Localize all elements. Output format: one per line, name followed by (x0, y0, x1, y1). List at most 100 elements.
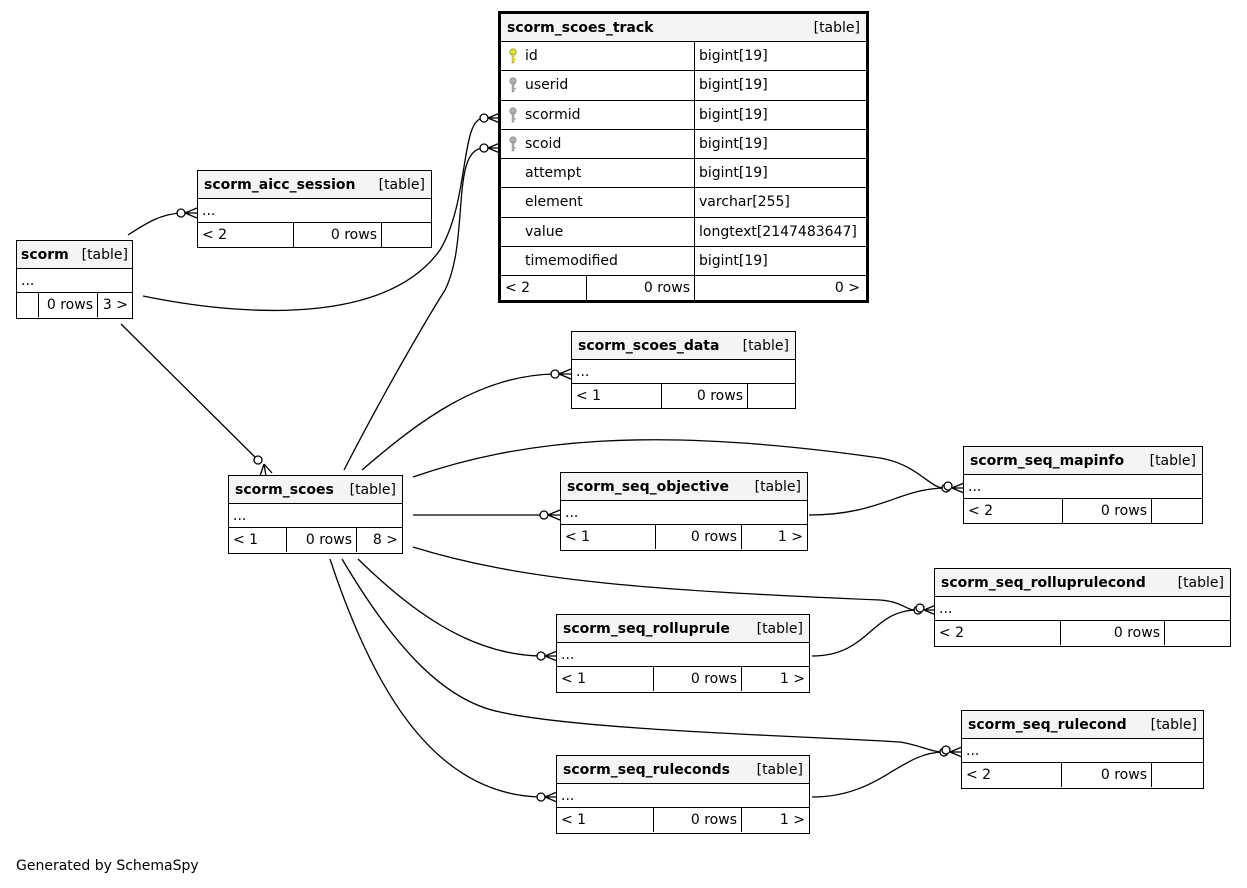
footer-parents[interactable]: < 2 (962, 763, 1062, 787)
column-name: timemodified (525, 252, 618, 269)
footer-parents[interactable] (17, 293, 39, 317)
crowfoot-marker (949, 746, 963, 758)
table-name: scorm_aicc_session (204, 176, 356, 193)
table-type: [table] (756, 761, 803, 778)
column-name-cell: value (501, 217, 695, 246)
column-ellipsis: ... (576, 363, 590, 380)
footer-children[interactable] (748, 384, 795, 408)
footer-row-count: 0 rows (662, 384, 748, 408)
table-scorm-seq-objective[interactable]: scorm_seq_objective [table] ... < 1 0 ro… (560, 472, 808, 551)
table-footer: < 1 0 rows 8 > (229, 528, 402, 552)
endpoint-marker (536, 792, 546, 802)
primary-key-icon (501, 48, 525, 64)
column-type: bigint[19] (699, 165, 768, 182)
edge-scoes-seq-ruleconds (329, 558, 542, 798)
crowfoot-marker (544, 791, 558, 803)
column-ellipsis: ... (561, 646, 575, 663)
crowfoot-marker (951, 482, 965, 494)
footer-children[interactable] (1152, 499, 1202, 523)
table-name: scorm_scoes (235, 481, 334, 498)
crowfoot-marker (547, 509, 561, 521)
footer-parents[interactable]: < 1 (557, 667, 654, 691)
column-name-cell: id (501, 42, 695, 71)
edge-ruleconds-seq-rulecond (811, 751, 945, 798)
footer-parents[interactable]: < 2 (964, 499, 1063, 523)
column-ellipsis: ... (939, 600, 953, 617)
endpoint-marker (915, 603, 925, 613)
table-name: scorm_seq_rulecond (968, 716, 1127, 733)
table-header: scorm [table] (17, 241, 132, 269)
footer-parents[interactable]: < 1 (229, 528, 287, 552)
column-name-cell: scoid (501, 129, 695, 158)
table-name: scorm (21, 246, 69, 263)
table-type: [table] (1149, 452, 1196, 469)
footer-children[interactable]: 8 > (372, 532, 398, 548)
footer-row-count: 0 rows (654, 667, 742, 691)
table-type: [table] (756, 620, 803, 637)
column-name: userid (525, 77, 569, 94)
crowfoot-marker (184, 207, 198, 219)
edge-scoes-seq-rolluprule (357, 558, 542, 657)
table-header: scorm_seq_rulecond [table] (962, 711, 1203, 739)
footer-row-count: 0 rows (587, 276, 695, 300)
footer-parents[interactable]: < 2 (198, 223, 294, 247)
table-footer: < 1 0 rows 1 > (557, 808, 809, 832)
table-name: scorm_scoes_data (578, 337, 720, 354)
footer-children[interactable]: 0 > (834, 280, 860, 296)
table-footer: < 2 0 rows (964, 499, 1202, 523)
footer-children[interactable]: 1 > (779, 671, 805, 687)
table-scorm-seq-rolluprule[interactable]: scorm_seq_rolluprule [table] ... < 1 0 r… (556, 614, 810, 693)
table-scorm-seq-ruleconds[interactable]: scorm_seq_ruleconds [table] ... < 1 0 ro… (556, 755, 810, 834)
footer-parents[interactable]: < 2 (501, 276, 587, 300)
foreign-key-icon (501, 136, 525, 152)
table-footer: < 2 0 rows (198, 223, 431, 247)
table-type: [table] (1177, 574, 1224, 591)
edge-scoes-scoes-track (343, 147, 485, 471)
footer-children[interactable] (1152, 763, 1203, 787)
footer-children[interactable]: 1 > (779, 812, 805, 828)
table-header: scorm_seq_rolluprulecond [table] (935, 569, 1230, 597)
table-scorm[interactable]: scorm [table] ... 0 rows 3 > (16, 240, 133, 319)
footer-children[interactable] (1165, 621, 1230, 645)
table-footer: < 1 0 rows 1 > (561, 525, 807, 549)
table-scorm-aicc-session[interactable]: scorm_aicc_session [table] ... < 2 0 row… (197, 170, 432, 248)
footer-row-count: 0 rows (39, 293, 98, 317)
column-ellipsis: ... (565, 504, 579, 521)
table-footer: < 2 0 rows 0 > (501, 276, 866, 300)
table-name: scorm_seq_objective (567, 478, 729, 495)
table-scorm-scoes[interactable]: scorm_scoes [table] ... < 1 0 rows 8 > (228, 475, 403, 554)
footer-children[interactable]: 3 > (102, 297, 128, 313)
column-name-cell: timemodified (501, 246, 695, 275)
footer-parents[interactable]: < 1 (572, 384, 662, 408)
edge-rolluprule-seq-rolluprulecond (811, 609, 919, 657)
edge-scorm-scoes-track (142, 117, 485, 312)
footer-parents[interactable]: < 1 (557, 808, 654, 832)
table-name: scorm_seq_ruleconds (563, 761, 730, 778)
table-header: scorm_scoes_data [table] (572, 332, 795, 360)
edge-scoes-scoes-data (361, 373, 556, 471)
table-scorm-seq-mapinfo[interactable]: scorm_seq_mapinfo [table] ... < 2 0 rows (963, 446, 1203, 524)
footer-parents[interactable]: < 2 (935, 621, 1061, 645)
generated-by-credit: Generated by SchemaSpy (16, 858, 199, 874)
table-type: [table] (81, 246, 128, 263)
table-scorm-seq-rolluprulecond[interactable]: scorm_seq_rolluprulecond [table] ... < 2… (934, 568, 1231, 647)
table-scorm-seq-rulecond[interactable]: scorm_seq_rulecond [table] ... < 2 0 row… (961, 710, 1204, 789)
footer-children[interactable]: 1 > (777, 529, 803, 545)
footer-parents[interactable]: < 1 (561, 525, 656, 549)
column-ellipsis: ... (561, 787, 575, 804)
table-scorm-scoes-data[interactable]: scorm_scoes_data [table] ... < 1 0 rows (571, 331, 796, 409)
table-name: scorm_scoes_track (507, 19, 654, 36)
footer-children[interactable] (382, 223, 431, 247)
table-name: scorm_seq_rolluprulecond (941, 574, 1146, 591)
column-type: bigint[19] (699, 106, 768, 123)
